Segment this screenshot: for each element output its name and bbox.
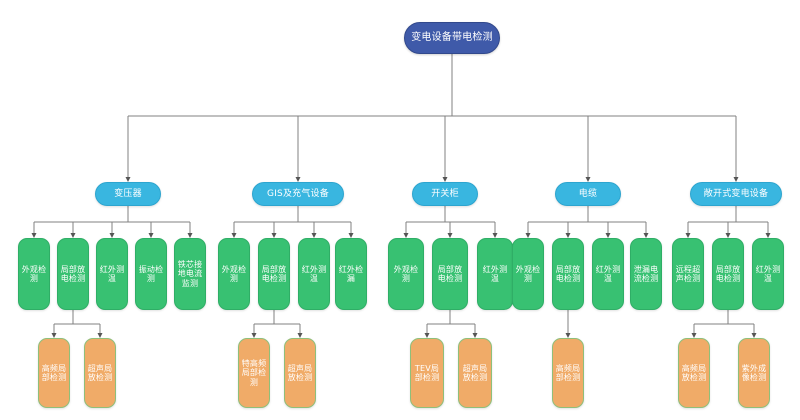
node-label: 高频局放检测 (681, 363, 707, 382)
method-node[interactable]: 红外测温 (592, 238, 624, 310)
method-node[interactable]: 外观检测 (388, 238, 424, 310)
node-label: 红外测温 (99, 264, 125, 283)
method-node[interactable]: 局部放电检测 (258, 238, 290, 310)
node-label: 远程超声检测 (675, 264, 701, 283)
node-label: 局部放电检测 (715, 264, 741, 283)
node-label: 电缆 (578, 188, 598, 199)
method-node[interactable]: 外观检测 (218, 238, 250, 310)
method-node[interactable]: 铁芯接地电流监测 (174, 238, 206, 310)
node-label: 高频局部检测 (555, 363, 581, 382)
submethod-node[interactable]: TEV局部检测 (410, 338, 444, 408)
submethod-node[interactable]: 高频局部检测 (552, 338, 584, 408)
submethod-node[interactable]: 高频局放检测 (678, 338, 710, 408)
method-node[interactable]: 外观检测 (512, 238, 544, 310)
method-node[interactable]: 局部放电检测 (57, 238, 89, 310)
method-node[interactable]: 红外测温 (477, 238, 513, 310)
method-node[interactable]: 振动检测 (135, 238, 167, 310)
node-label: 超声局放检测 (287, 363, 313, 382)
node-label: 敞开式变电设备 (703, 188, 769, 199)
node-label: 变压器 (114, 188, 142, 199)
submethod-node[interactable]: 超声局放检测 (284, 338, 316, 408)
node-label: 泄漏电流检测 (633, 264, 659, 283)
node-label: 紫外成像检测 (741, 363, 767, 382)
node-label: 红外测温 (301, 264, 327, 283)
node-label: 变电设备带电检测 (411, 32, 493, 44)
node-label: 外观检测 (21, 264, 47, 283)
submethod-node[interactable]: 超声局放检测 (84, 338, 116, 408)
method-node[interactable]: 外观检测 (18, 238, 50, 310)
method-node[interactable]: 红外检漏 (335, 238, 367, 310)
node-label: 外观检测 (515, 264, 541, 283)
category-node[interactable]: 电缆 (555, 182, 621, 206)
method-node[interactable]: 局部放电检测 (432, 238, 468, 310)
category-node[interactable]: 敞开式变电设备 (690, 182, 782, 206)
method-node[interactable]: 局部放电检测 (552, 238, 584, 310)
node-label: 局部放电检测 (437, 264, 463, 283)
node-label: 局部放电检测 (555, 264, 581, 283)
node-label: 红外测温 (482, 264, 508, 283)
node-label: 红外测温 (755, 264, 781, 283)
node-label: 振动检测 (138, 264, 164, 283)
node-label: GIS及充气设备 (267, 188, 329, 199)
method-node[interactable]: 远程超声检测 (672, 238, 704, 310)
node-label: 红外检漏 (338, 264, 364, 283)
node-label: 特高频局部检测 (241, 358, 267, 387)
submethod-node[interactable]: 超声局放检测 (458, 338, 492, 408)
category-node[interactable]: 变压器 (95, 182, 161, 206)
node-label: 外观检测 (221, 264, 247, 283)
category-node[interactable]: GIS及充气设备 (252, 182, 344, 206)
node-label: 铁芯接地电流监测 (177, 259, 203, 288)
node-label: 超声局放检测 (87, 363, 113, 382)
category-node[interactable]: 开关柜 (412, 182, 478, 206)
node-label: TEV局部检测 (414, 363, 440, 382)
method-node[interactable]: 局部放电检测 (712, 238, 744, 310)
node-label: 红外测温 (595, 264, 621, 283)
node-label: 局部放电检测 (60, 264, 86, 283)
submethod-node[interactable]: 紫外成像检测 (738, 338, 770, 408)
method-node[interactable]: 红外测温 (752, 238, 784, 310)
method-node[interactable]: 泄漏电流检测 (630, 238, 662, 310)
root-node[interactable]: 变电设备带电检测 (404, 22, 500, 54)
node-label: 开关柜 (431, 188, 459, 199)
submethod-node[interactable]: 高频局部检测 (38, 338, 70, 408)
node-label: 超声局放检测 (462, 363, 488, 382)
node-label: 高频局部检测 (41, 363, 67, 382)
node-label: 外观检测 (393, 264, 419, 283)
method-node[interactable]: 红外测温 (96, 238, 128, 310)
method-node[interactable]: 红外测温 (298, 238, 330, 310)
edges (31, 54, 771, 338)
node-label: 局部放电检测 (261, 264, 287, 283)
submethod-node[interactable]: 特高频局部检测 (238, 338, 270, 408)
